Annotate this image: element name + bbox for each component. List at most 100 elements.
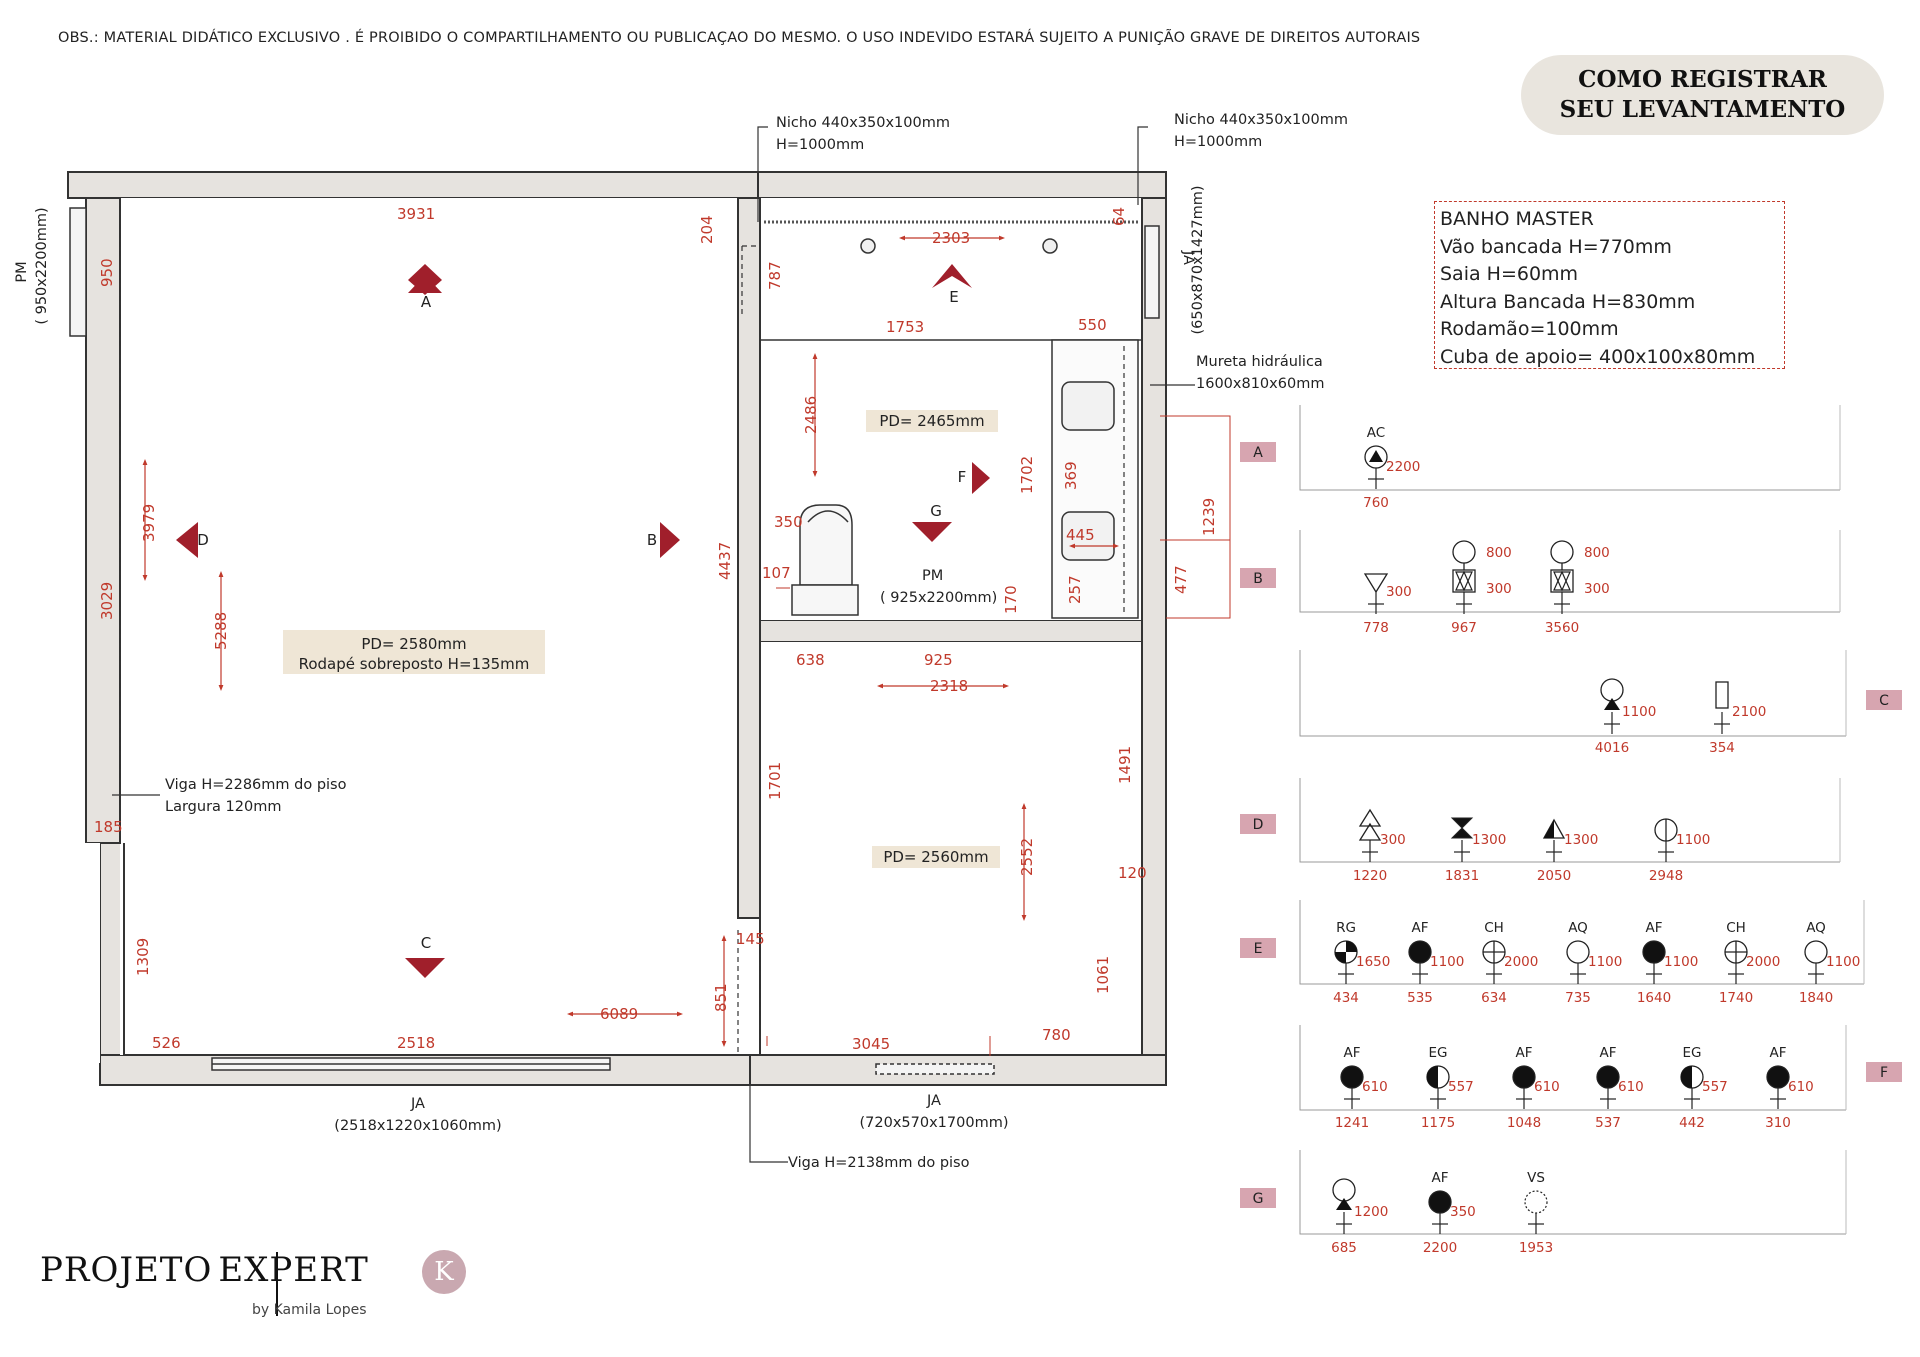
- wall-right: [1141, 197, 1167, 1086]
- open-circle-icon: [1804, 940, 1828, 964]
- outlet-distance: 1740: [1719, 990, 1753, 1006]
- dim-145: 145: [736, 930, 765, 948]
- valve-box-icon: [1550, 569, 1574, 593]
- outlet-height: 350: [1450, 1204, 1476, 1220]
- dim-120: 120: [1118, 864, 1147, 882]
- valve-circle-icon: [1550, 540, 1574, 564]
- dim-526: 526: [152, 1034, 181, 1052]
- elevation-panels: AAC2200760B3007788003009678003003560C110…: [1240, 405, 1902, 1256]
- outlet-distance: 1953: [1519, 1240, 1553, 1256]
- nicho-left-line-1: Nicho 440x350x100mm: [776, 115, 950, 131]
- dim-787: 787: [766, 261, 784, 290]
- elevation-panel-e: ERG1650434AF1100535CH2000634AQ1100735AF1…: [1240, 900, 1865, 1006]
- rect-outlet-icon: [1715, 681, 1729, 709]
- outlet-height: 610: [1534, 1079, 1560, 1095]
- valve-box-icon: [1452, 569, 1476, 593]
- outlet-distance: 1840: [1799, 990, 1833, 1006]
- outlet-distance: 967: [1451, 620, 1477, 636]
- outlet-height: 1100: [1430, 954, 1464, 970]
- outlet-distance: 760: [1363, 495, 1389, 511]
- pd-main-line-1: PD= 2580mm: [361, 635, 466, 653]
- outlet-distance: 2948: [1649, 868, 1683, 884]
- view-label-f: F: [958, 468, 967, 486]
- dim-5288: 5288: [212, 612, 230, 650]
- dim-2318: 2318: [930, 677, 968, 695]
- view-arrow-d: [176, 522, 198, 558]
- outlet-code: AF: [1343, 1045, 1360, 1061]
- triangle-down-icon: [1363, 573, 1389, 594]
- outlet-height: 800: [1584, 545, 1610, 561]
- view-label-d: D: [197, 531, 209, 549]
- filled-circle-icon: [1642, 940, 1666, 964]
- view-arrow-f: [972, 462, 990, 494]
- view-label-a: A: [421, 293, 432, 311]
- outlet-height: 610: [1362, 1079, 1388, 1095]
- elevation-label: E: [1254, 941, 1263, 957]
- pd-bath: PD= 2465mm: [879, 412, 984, 430]
- pm-left-line-2: ( 950x2200mm): [34, 207, 50, 324]
- door-left: [69, 207, 87, 337]
- dim-3931: 3931: [397, 205, 435, 223]
- outlet-height: 2000: [1746, 954, 1780, 970]
- elevation-label: D: [1253, 817, 1264, 833]
- outlet-code: AF: [1599, 1045, 1616, 1061]
- elevation-label-box: [1866, 690, 1902, 710]
- dim-350: 350: [774, 513, 803, 531]
- elevation-label-box: [1240, 568, 1276, 588]
- elevation-label: G: [1253, 1191, 1264, 1207]
- info-line: Saia H=60mm: [1440, 263, 1579, 285]
- info-line: Rodamão=100mm: [1440, 318, 1619, 340]
- info-heading: BANHO MASTER: [1440, 208, 1594, 230]
- double-triangle-icon: [1358, 808, 1382, 841]
- info-line: Vão bancada H=770mm: [1440, 235, 1672, 258]
- outlet-height-2: 300: [1584, 581, 1610, 597]
- viga-left-line-1: Viga H=2286mm do piso: [165, 777, 347, 793]
- view-label-b: B: [647, 531, 657, 549]
- pd-room: PD= 2560mm: [883, 848, 988, 866]
- elevation-frame: [1299, 1025, 1846, 1111]
- dim-257: 257: [1066, 575, 1084, 604]
- ac-triangle: [1369, 450, 1383, 462]
- dim-1309: 1309: [134, 938, 152, 976]
- nicho-right-line-2: H=1000mm: [1174, 134, 1262, 150]
- outlet-height: 1200: [1354, 1204, 1388, 1220]
- outlet-code: AQ: [1806, 920, 1826, 936]
- elevation-label-box: [1240, 938, 1276, 958]
- outlet-height: 610: [1618, 1079, 1644, 1095]
- elevation-frame: [1299, 530, 1840, 613]
- triangle-fill: [1336, 1198, 1352, 1210]
- filled-circle-icon: [1596, 1065, 1620, 1089]
- dim-6089: 6089: [600, 1005, 638, 1023]
- dim-2518: 2518: [397, 1034, 435, 1052]
- outlet-code: RG: [1336, 920, 1356, 936]
- dim-107: 107: [762, 564, 791, 582]
- outlet-height: 300: [1386, 584, 1412, 600]
- outlet-code: AF: [1431, 1170, 1448, 1186]
- filled-circle-icon: [1766, 1065, 1790, 1089]
- valve-triangle-inverse: [1455, 571, 1473, 592]
- basin-1: [1061, 381, 1115, 431]
- outlet-distance: 685: [1331, 1240, 1357, 1256]
- dim-2552: 2552: [1018, 838, 1036, 876]
- logo-separator: [276, 1252, 278, 1316]
- elevation-label-box: [1866, 1062, 1902, 1082]
- outlet-height: 800: [1486, 545, 1512, 561]
- dim-445: 445: [1066, 526, 1095, 544]
- outlet-distance: 537: [1595, 1115, 1621, 1131]
- view-markers: [176, 264, 990, 978]
- outlet-height: 2200: [1386, 459, 1420, 475]
- elevation-frame: [1299, 778, 1840, 863]
- valve-circle-icon: [1452, 540, 1476, 564]
- outlet-height: 557: [1702, 1079, 1728, 1095]
- nicho-right-line-1: Nicho 440x350x100mm: [1174, 112, 1348, 128]
